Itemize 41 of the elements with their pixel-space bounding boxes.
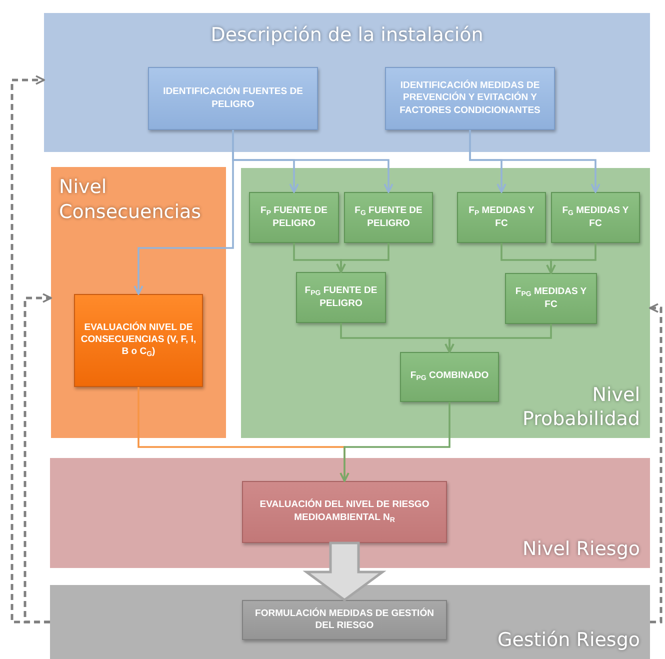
box-label: EVALUACIÓN DEL NIVEL DE RIESGO MEDIOAMBIENTAL N$_{R}$ bbox=[258, 499, 430, 525]
section-band bbox=[50, 458, 650, 568]
arrow bbox=[340, 402, 450, 482]
box-label: F$_{PG}$ MEDIDAS Y FC bbox=[514, 286, 588, 312]
box-label: F$_{P}$ MEDIDAS Y FC bbox=[468, 204, 536, 230]
process-box bbox=[344, 192, 433, 243]
arrow bbox=[546, 243, 596, 274]
box-label: FORMULACIÓN MEDIDAS DE GESTIÓN DEL RIESGO bbox=[254, 608, 435, 632]
process-box bbox=[148, 67, 318, 130]
section-band bbox=[51, 167, 226, 438]
section-title: Descripción de la instalación bbox=[210, 23, 484, 48]
feedback-arrow bbox=[649, 303, 662, 624]
process-box bbox=[296, 272, 386, 323]
process-box bbox=[400, 352, 499, 402]
process-box bbox=[385, 67, 555, 130]
box-label: F$_{G}$ FUENTE DE PELIGRO bbox=[354, 204, 424, 230]
process-box bbox=[551, 192, 640, 243]
box-label: F$_{P}$ FUENTE DE PELIGRO bbox=[260, 204, 328, 230]
block-arrow bbox=[302, 542, 386, 602]
box-label: IDENTIFICACIÓN MEDIDAS DE PREVENCIÓN Y EVITACIÓN Y FACTORES CONDICIONANTES bbox=[398, 80, 542, 118]
process-box bbox=[249, 192, 339, 243]
arrow bbox=[336, 243, 390, 273]
section-band bbox=[241, 168, 650, 438]
section-title: Nivel Consecuencias bbox=[59, 175, 202, 224]
section-title: Nivel Riesgo bbox=[522, 537, 640, 562]
box-label: F$_{G}$ MEDIDAS Y FC bbox=[561, 204, 630, 230]
section-band bbox=[44, 13, 650, 152]
box-label: F$_{PG}$ FUENTE DE PELIGRO bbox=[304, 284, 378, 310]
process-box bbox=[74, 294, 203, 387]
box-label: IDENTIFICACIÓN FUENTES DE PELIGRO bbox=[162, 86, 304, 111]
section-band bbox=[50, 585, 650, 659]
section-title: Nivel Probabilidad bbox=[521, 382, 640, 432]
feedback-arrow bbox=[24, 293, 52, 624]
arrow bbox=[444, 324, 552, 353]
section-title: Gestión Riesgo bbox=[496, 628, 640, 653]
box-label: F$_{PG}$ COMBINADO bbox=[410, 370, 489, 384]
process-box bbox=[457, 192, 546, 243]
process-box bbox=[505, 273, 597, 324]
process-box bbox=[242, 600, 447, 640]
box-label: EVALUACIÓN NIVEL DE CONSECUENCIAS (V, F, I, B o C$_{G}$) bbox=[80, 322, 197, 360]
process-box bbox=[242, 481, 447, 543]
